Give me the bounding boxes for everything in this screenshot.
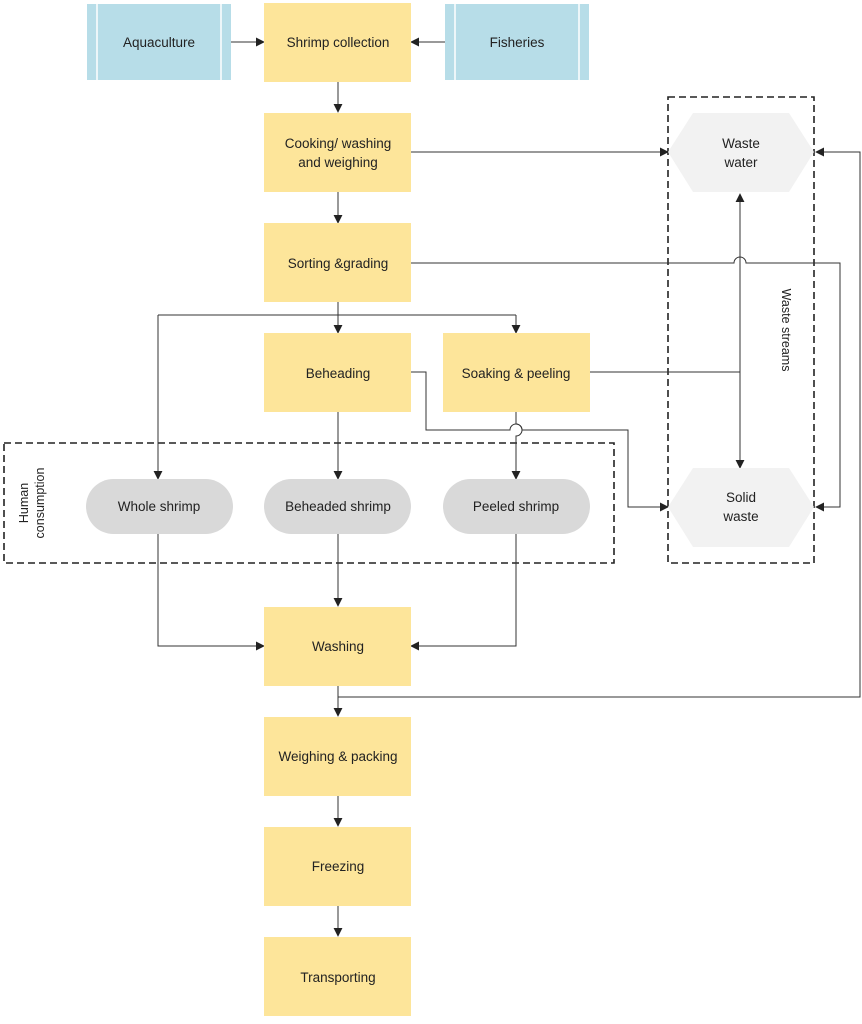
node-weighing-packing: Weighing & packing	[264, 717, 411, 796]
waste-water-label-line1: Waste	[722, 136, 760, 151]
whole-shrimp-label: Whole shrimp	[118, 499, 201, 514]
soaking-label: Soaking & peeling	[462, 366, 571, 381]
edge-soaking-peeled	[511, 412, 523, 480]
fisheries-label: Fisheries	[490, 35, 545, 50]
weighing-packing-label: Weighing & packing	[278, 749, 397, 764]
sorting-label: Sorting &grading	[288, 256, 389, 271]
washing-label: Washing	[312, 639, 364, 654]
solid-waste-label-line2: waste	[722, 509, 758, 524]
freezing-label: Freezing	[312, 859, 365, 874]
node-whole-shrimp: Whole shrimp	[86, 479, 233, 534]
node-fisheries: Fisheries	[445, 4, 589, 80]
edge-peeled-washing	[410, 534, 517, 651]
human-consumption-label: Human consumption	[17, 468, 47, 539]
human-consumption-label-line2: consumption	[33, 468, 47, 539]
node-solid-waste: Solid waste	[668, 468, 814, 547]
human-consumption-group	[3, 442, 615, 564]
node-cooking-washing-weighing: Cooking/ washing and weighing	[264, 113, 411, 192]
node-washing: Washing	[264, 607, 411, 686]
node-freezing: Freezing	[264, 827, 411, 906]
waste-water-label-line2: water	[723, 155, 758, 170]
node-shrimp-collection: Shrimp collection	[264, 3, 411, 82]
edge-sorting-solidwaste	[411, 256, 841, 512]
beheading-label: Beheading	[306, 366, 371, 381]
transporting-label: Transporting	[300, 970, 375, 985]
node-peeled-shrimp: Peeled shrimp	[443, 479, 590, 534]
waste-streams-label: Waste streams	[779, 289, 793, 372]
node-transporting: Transporting	[264, 937, 411, 1016]
edges	[153, 37, 861, 937]
node-beheaded-shrimp: Beheaded shrimp	[264, 479, 411, 534]
node-soaking-peeling: Soaking & peeling	[443, 333, 590, 412]
edge-whole-washing	[157, 534, 265, 651]
waste-streams-label-text: Waste streams	[779, 289, 793, 372]
peeled-shrimp-label: Peeled shrimp	[473, 499, 559, 514]
shrimp-collection-label: Shrimp collection	[287, 35, 390, 50]
cooking-label-line1: Cooking/ washing	[285, 136, 392, 151]
beheaded-shrimp-label: Beheaded shrimp	[285, 499, 391, 514]
edge-beheading-solidwaste	[411, 371, 669, 512]
node-aquaculture: Aquaculture	[87, 4, 231, 80]
node-beheading: Beheading	[264, 333, 411, 412]
aquaculture-label: Aquaculture	[123, 35, 195, 50]
edge-washing-wastewater	[337, 147, 861, 698]
node-sorting-grading: Sorting &grading	[264, 223, 411, 302]
waste-streams-group	[667, 96, 815, 564]
solid-waste-label-line1: Solid	[726, 490, 756, 505]
human-consumption-label-line1: Human	[17, 483, 31, 523]
node-waste-water: Waste water	[668, 113, 814, 192]
cooking-label-line2: and weighing	[298, 155, 378, 170]
